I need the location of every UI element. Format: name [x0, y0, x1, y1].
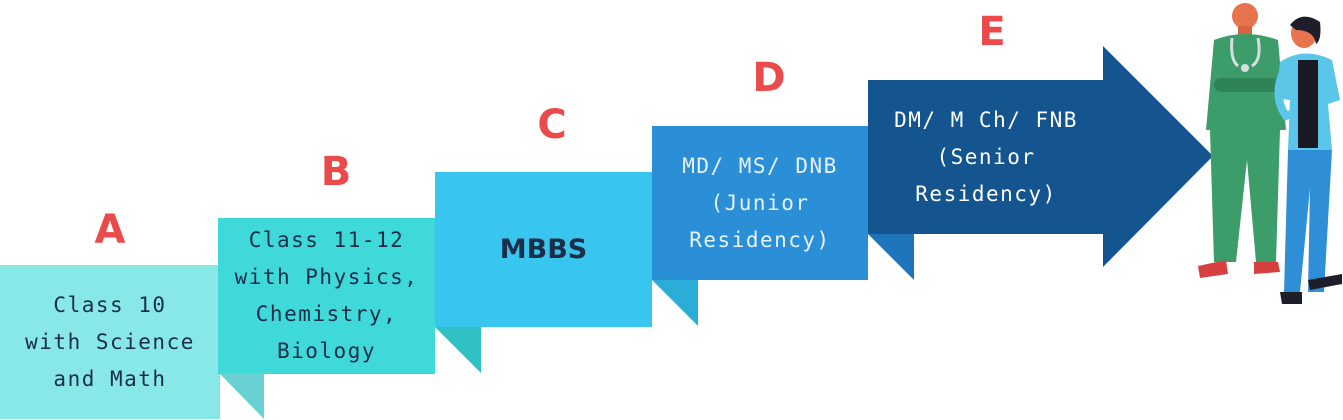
step-a-fold — [220, 374, 264, 419]
step-b-letter: B — [320, 149, 352, 195]
step-d-label: MD/ MS/ DNB (Junior Residency) — [682, 153, 838, 252]
step-b-label: Class 11-12 with Physics, Chemistry, Bio… — [234, 228, 419, 363]
step-d-letter: D — [752, 55, 786, 101]
step-e-label: DM/ M Ch/ FNB (Senior Residency) — [894, 107, 1078, 206]
step-e-arrow — [868, 46, 1213, 267]
step-e-box: DM/ M Ch/ FNB (Senior Residency) — [868, 80, 1104, 234]
step-a-letter: A — [94, 207, 126, 253]
step-c-label: MBBS — [499, 234, 588, 265]
step-a-box: Class 10 with Science and Math — [0, 265, 220, 419]
step-b-box: Class 11-12 with Physics, Chemistry, Bio… — [218, 218, 435, 374]
step-b-fold — [435, 327, 481, 373]
female-doctor-figure — [1274, 16, 1342, 304]
step-c-fold — [652, 280, 698, 326]
step-a-label: Class 10 with Science and Math — [25, 292, 195, 391]
step-d-fold — [868, 234, 914, 280]
doctors-illustration — [1198, 3, 1342, 304]
step-d-box: MD/ MS/ DNB (Junior Residency) — [652, 126, 868, 280]
step-e-letter: E — [978, 9, 1006, 55]
male-doctor-figure — [1198, 3, 1286, 278]
step-c-box: MBBS — [435, 172, 652, 327]
step-c-letter: C — [537, 102, 567, 148]
